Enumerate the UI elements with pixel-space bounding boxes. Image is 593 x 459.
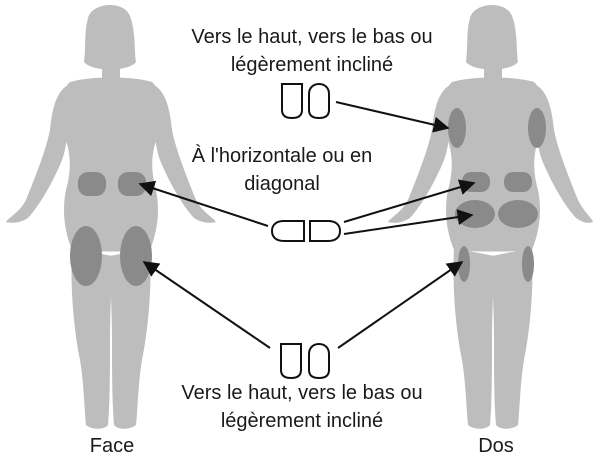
front-thigh-right-site [120, 226, 152, 286]
arrow-top-to-back-arm [336, 102, 448, 128]
bottom-label-line2: légèrement incliné [221, 410, 383, 432]
back-lower-left-site [462, 172, 490, 192]
back-buttock-right-site [498, 200, 538, 228]
back-lower-right-site [504, 172, 532, 192]
arrow-bottom-to-back-thigh [338, 262, 462, 348]
back-arm-right-site [528, 108, 546, 148]
arrow-bottom-to-front-thigh [144, 262, 270, 348]
back-caption: Dos [478, 435, 514, 457]
front-body-figure [6, 5, 216, 429]
top-label-line2: légèrement incliné [231, 54, 393, 76]
bottom-label-line1: Vers le haut, vers le bas ou [181, 382, 422, 404]
back-thigh-right-site [522, 246, 534, 282]
middle-label-line2: diagonal [244, 173, 320, 195]
top-label-line1: Vers le haut, vers le bas ou [191, 26, 432, 48]
pod-horizontal-icon [272, 221, 340, 241]
front-abdomen-left-site [78, 172, 106, 196]
pod-vertical-icon [282, 84, 329, 118]
pod-vertical-icon-bottom [281, 344, 329, 378]
front-caption: Face [90, 435, 134, 457]
back-buttock-left-site [455, 200, 495, 228]
back-arm-left-site [448, 108, 466, 148]
middle-label-line1: À l'horizontale ou en [192, 144, 373, 167]
back-body-figure [388, 5, 593, 429]
front-thigh-left-site [70, 226, 102, 286]
